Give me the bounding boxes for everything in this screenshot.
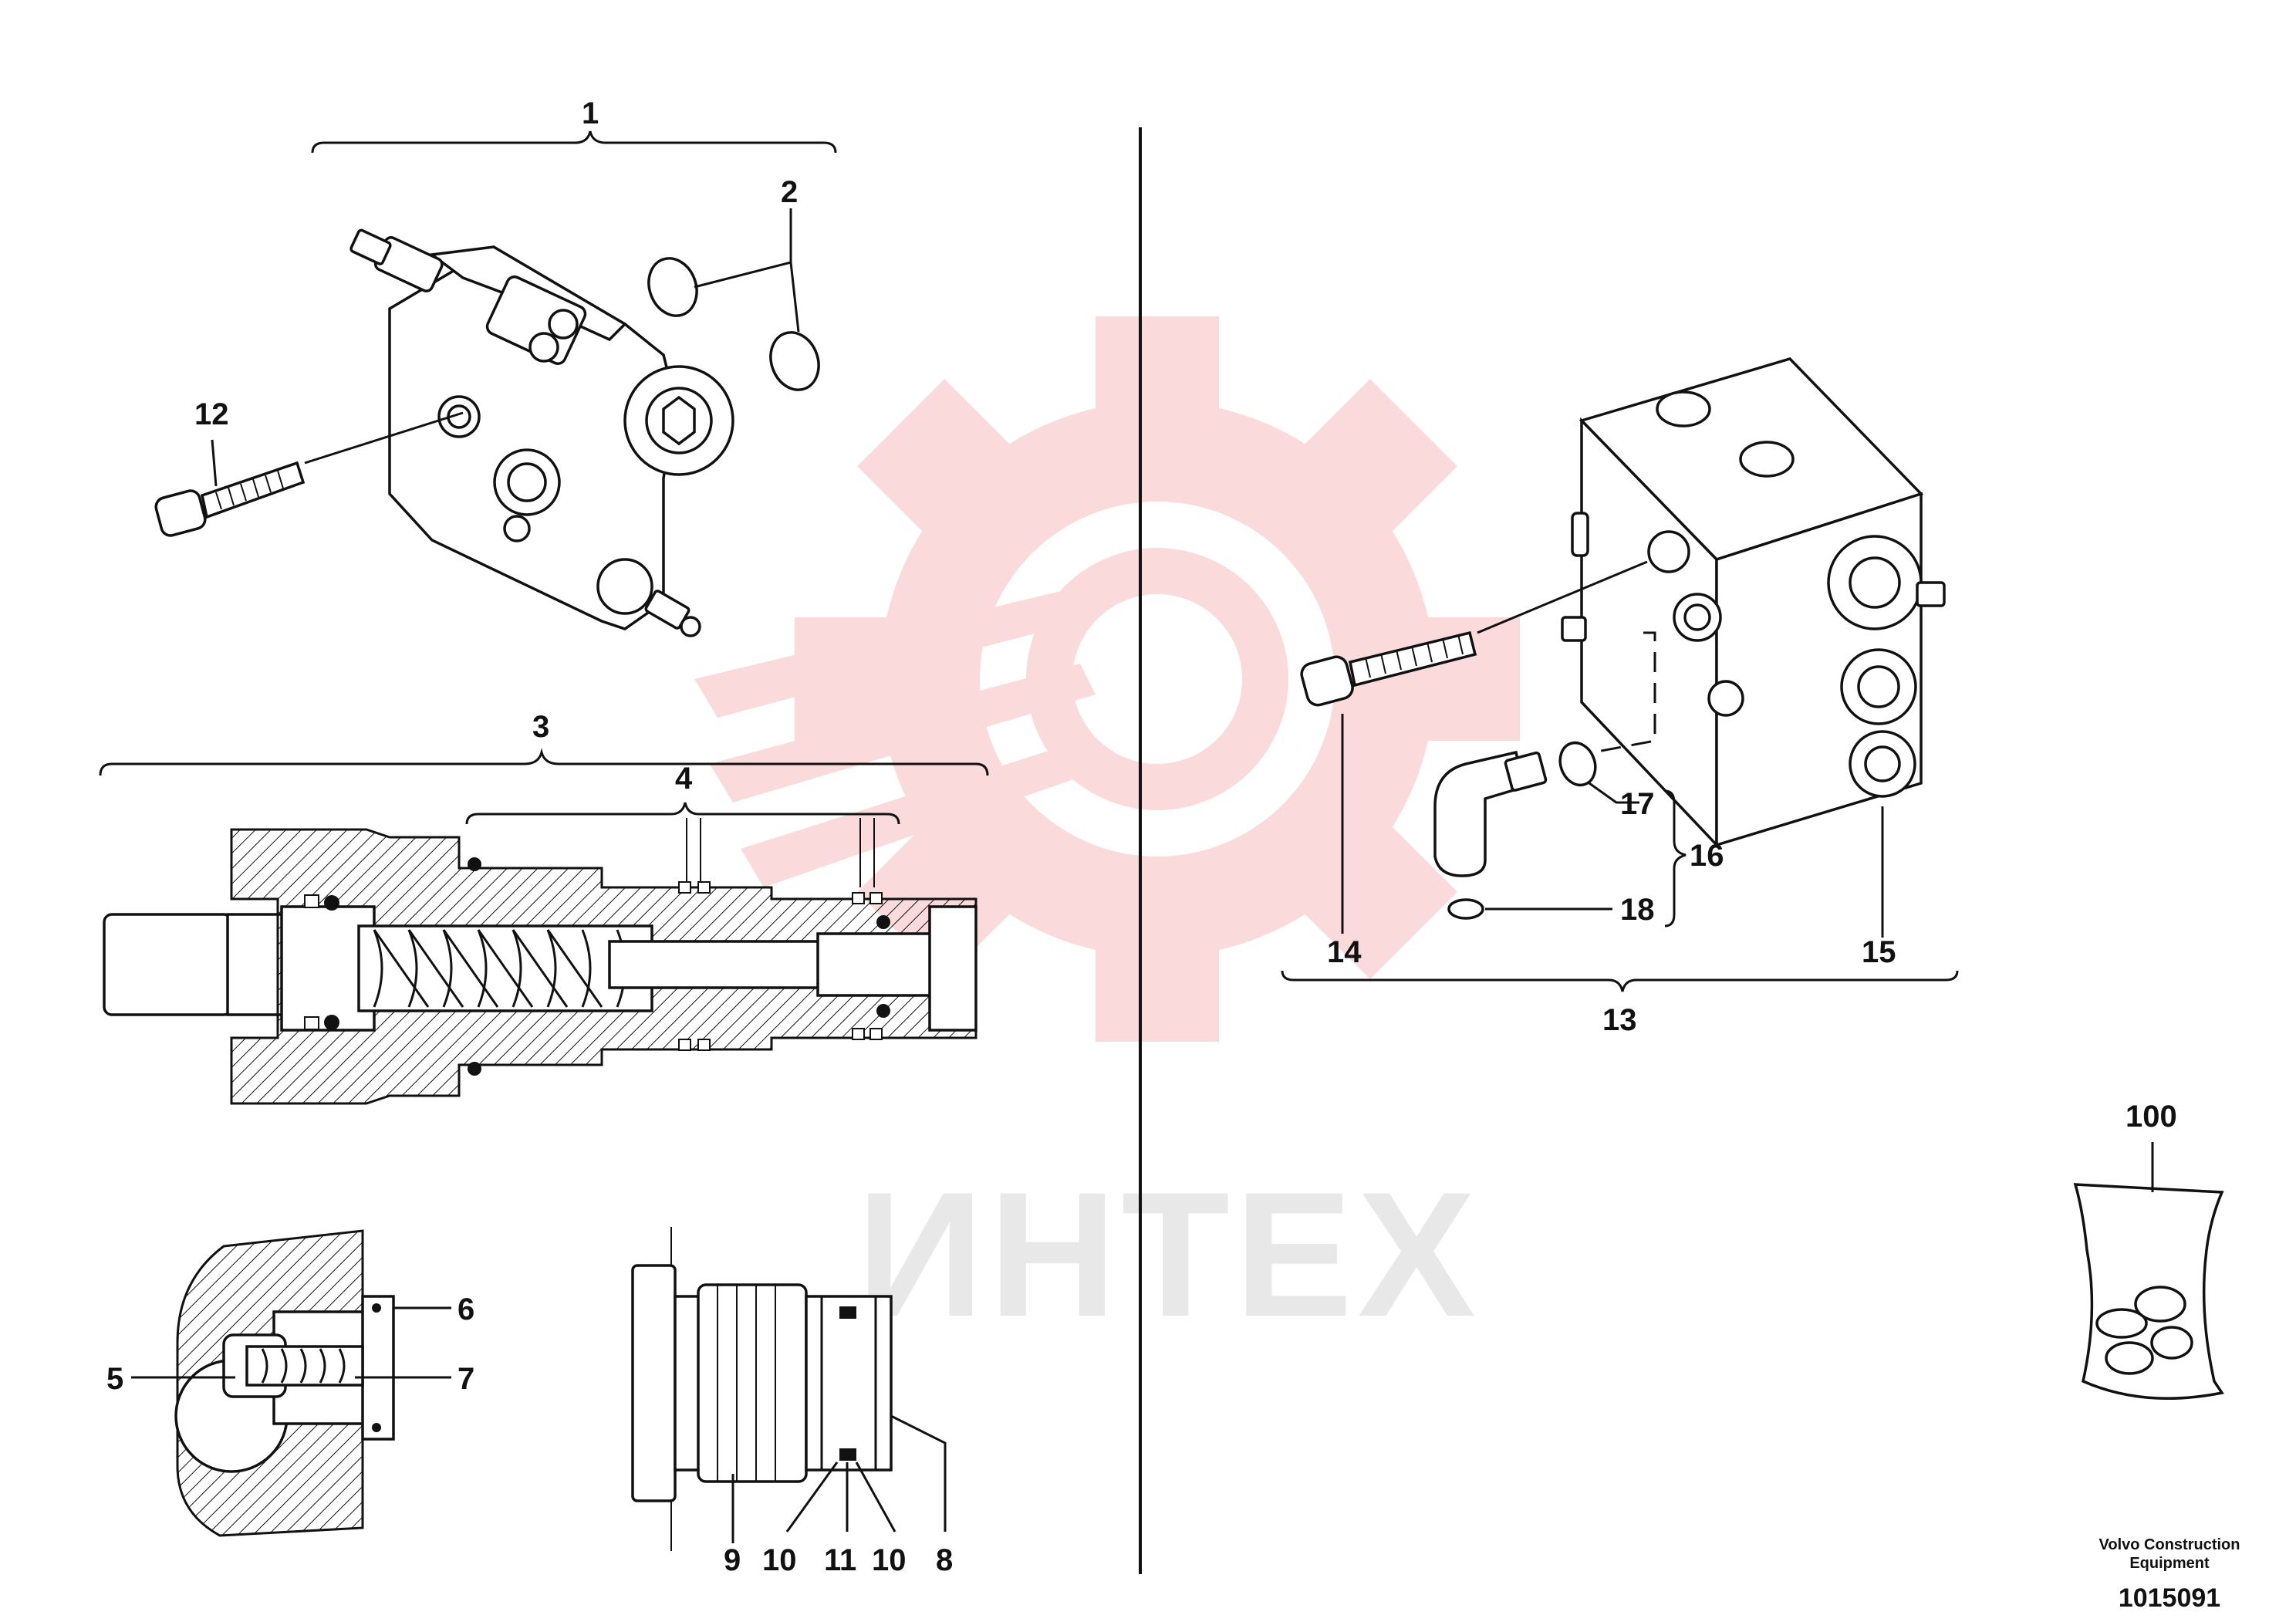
callout-17: 17 [1620, 787, 1655, 821]
maker-name-line1: Volvo Construction [2099, 1536, 2240, 1553]
watermark-logo [694, 316, 1520, 1042]
callout-1: 1 [582, 96, 599, 130]
bracket-3 [99, 748, 989, 776]
callout-18: 18 [1620, 893, 1655, 927]
callout-16: 16 [1690, 839, 1724, 873]
callout-2: 2 [781, 175, 798, 209]
o-rings-part-2 [647, 208, 820, 391]
relief-cartridge-part-3 [103, 828, 977, 1105]
bracket-4 [465, 802, 900, 887]
elbow-fitting-part-16 [1433, 631, 1687, 928]
callout-14: 14 [1327, 935, 1362, 969]
callout-3: 3 [532, 710, 549, 744]
callout-4: 4 [675, 762, 693, 796]
drawing-number: 1015091 [2119, 1583, 2220, 1613]
detail-plug-5-6-7 [131, 1229, 451, 1537]
callout-9: 9 [724, 1543, 741, 1577]
callout-8: 8 [936, 1543, 953, 1577]
screw-part-14 [1300, 560, 1648, 934]
callout-12: 12 [194, 397, 229, 431]
callout-6: 6 [458, 1293, 474, 1326]
callout-100: 100 [2125, 1100, 2177, 1134]
seal-kit-bag-part-100 [2073, 1142, 2224, 1401]
valve-body-part-1 [349, 228, 734, 637]
maker-name-line2: Equipment [2129, 1555, 2210, 1572]
watermark-text: ИНТЕХ [856, 1155, 1481, 1353]
callout-15: 15 [1862, 935, 1896, 969]
callout-13: 13 [1602, 1003, 1637, 1037]
callout-11: 11 [824, 1543, 856, 1577]
screw-part-12 [154, 411, 464, 537]
callout-10-left: 10 [762, 1543, 797, 1577]
valve-block-part-15 [1561, 357, 1946, 938]
callout-7: 7 [458, 1362, 474, 1396]
bracket-13 [1281, 970, 1959, 992]
callout-5: 5 [106, 1362, 123, 1396]
detail-piston-8-11 [631, 1227, 947, 1551]
bracket-1 [311, 130, 837, 154]
callout-10-right: 10 [872, 1543, 907, 1577]
